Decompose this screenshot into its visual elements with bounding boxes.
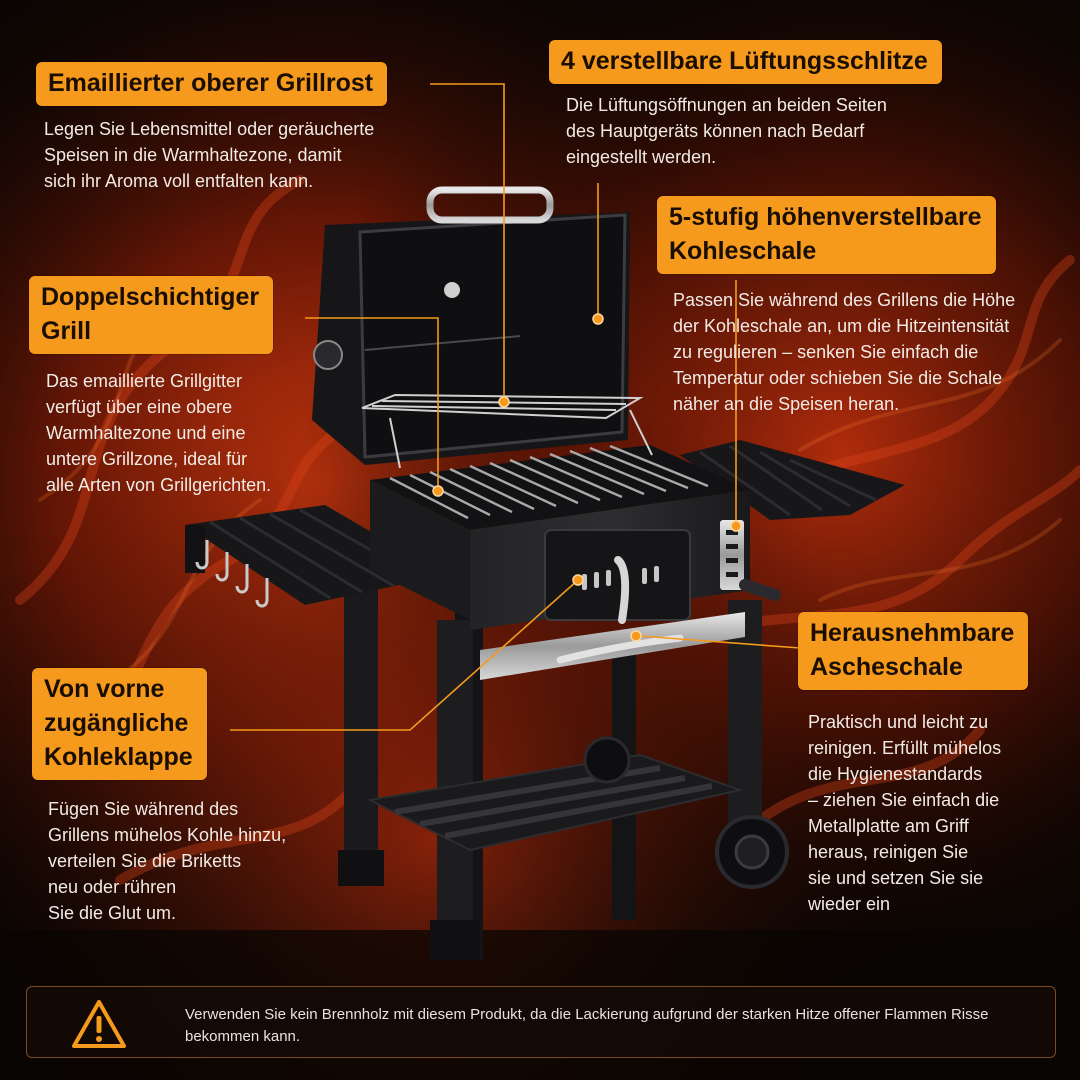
callout-title-double-layer: Doppelschichtiger Grill (29, 276, 274, 354)
callout-text-front-door: Fügen Sie während des Grillens mühelos K… (48, 799, 287, 923)
callout-title-vents: 4 verstellbare Lüftungsschlitze (549, 40, 942, 84)
callout-text-double-layer: Das emaillierte Grillgitter verfügt über… (46, 371, 272, 495)
warning-banner: Verwenden Sie kein Brennholz mit diesem … (26, 986, 1056, 1058)
warning-icon (72, 1000, 126, 1048)
callout-text-ash-tray: Praktisch und leicht zu reinigen. Erfüll… (808, 712, 1002, 914)
callout-title-grill-top: Emaillierter oberer Grillrost (36, 62, 388, 106)
callout-text-grill-top: Legen Sie Lebensmittel oder geräucherte … (44, 119, 375, 191)
callout-text-coal-tray: Passen Sie während des Grillens die Höhe… (673, 290, 1016, 414)
callout-title-front-door: Von vorne zugängliche Kohleklappe (32, 668, 207, 780)
callout-text-vents: Die Lüftungsöffnungen an beiden Seiten d… (566, 95, 887, 167)
callout-title-coal-tray: 5-stufig höhenverstellbare Kohleschale (657, 196, 996, 274)
callout-title-ash-tray: Herausnehmbare Ascheschale (798, 612, 1029, 690)
warning-text: Verwenden Sie kein Brennholz mit diesem … (185, 1006, 989, 1045)
